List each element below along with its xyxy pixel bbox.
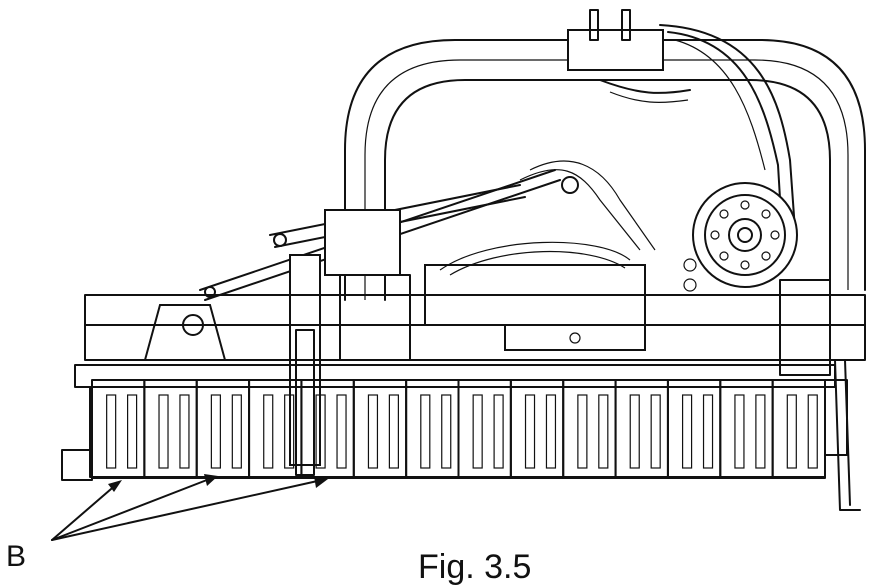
figure-caption: Fig. 3.5 bbox=[418, 548, 532, 586]
panel-slot bbox=[629, 394, 640, 469]
panel-slot bbox=[681, 394, 693, 469]
top-mount bbox=[567, 9, 796, 233]
panel-slot bbox=[315, 394, 326, 469]
panel-slot bbox=[755, 394, 766, 469]
panel-slot bbox=[367, 394, 379, 469]
panel-slot bbox=[388, 394, 399, 469]
panel-slot bbox=[493, 394, 504, 469]
panel-slot bbox=[179, 394, 190, 469]
panel-slot bbox=[127, 394, 138, 469]
panel-slot bbox=[807, 394, 818, 469]
panel-slot bbox=[158, 394, 169, 469]
panel-slot bbox=[734, 394, 745, 469]
callout-arrows bbox=[51, 474, 328, 541]
panel-slot bbox=[598, 394, 609, 469]
roller-panels bbox=[91, 379, 827, 479]
panel-slot bbox=[786, 394, 797, 469]
panel-slot bbox=[545, 394, 557, 469]
callout-label-b: B bbox=[6, 540, 27, 573]
panel-slot bbox=[577, 394, 588, 469]
panel-slot bbox=[284, 394, 295, 469]
hitch-bracket bbox=[124, 304, 246, 361]
panel-slot bbox=[472, 394, 483, 469]
panel-slot bbox=[524, 394, 536, 469]
panel-slot bbox=[106, 394, 117, 469]
panel-slot bbox=[263, 394, 274, 469]
panel-slot bbox=[702, 394, 714, 469]
belt-housing bbox=[424, 241, 646, 351]
roller-panel bbox=[771, 379, 827, 479]
panel-slot bbox=[420, 394, 431, 469]
panel-slot bbox=[650, 394, 661, 469]
panel-slot bbox=[231, 394, 242, 469]
panel-slot bbox=[336, 394, 347, 469]
gearbox bbox=[692, 182, 798, 288]
panel-slot bbox=[210, 394, 221, 469]
panel-slot bbox=[441, 394, 452, 469]
